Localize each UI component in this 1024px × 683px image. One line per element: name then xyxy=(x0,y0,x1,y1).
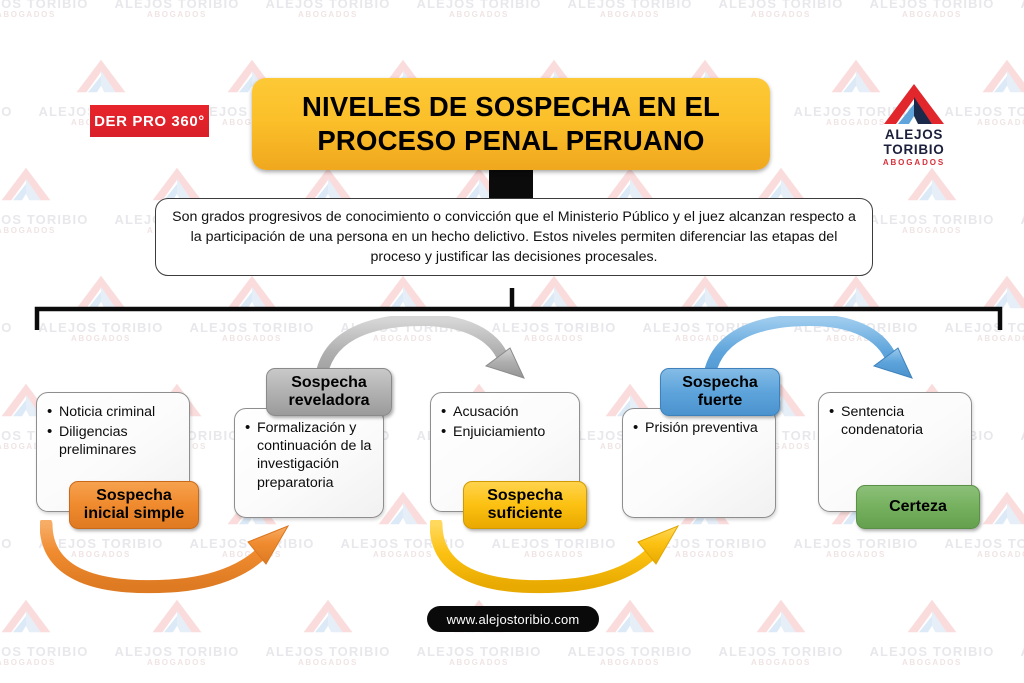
stage-badge-2-line2: reveladora xyxy=(288,392,370,409)
stage-card-2[interactable]: Formalización y continuación de la inves… xyxy=(234,408,384,518)
website-pill[interactable]: www.alejostoribio.com xyxy=(427,606,599,632)
stage-badge-4-line2: fuerte xyxy=(697,392,743,409)
stage-badge-1[interactable]: Sospecha inicial simple xyxy=(69,481,199,529)
title-connector-stem xyxy=(489,166,533,202)
stage-badge-2[interactable]: Sospecha reveladora xyxy=(266,368,392,416)
website-url: www.alejostoribio.com xyxy=(446,611,580,627)
watermark-triangle-icon xyxy=(755,593,807,639)
list-item: Formalización y continuación de la inves… xyxy=(245,418,373,492)
stage-badge-3-line1: Sospecha xyxy=(487,487,563,505)
stage-3-items: Acusación Enjuiciamiento xyxy=(431,393,579,442)
brand-name: ALEJOS TORIBIO xyxy=(883,127,945,157)
arrow-blue-stage4-to-stage5 xyxy=(702,316,913,394)
stage-badge-3-line2: suficiente xyxy=(487,505,563,522)
list-item: Diligencias preliminares xyxy=(47,422,179,459)
stage-badge-4[interactable]: Sospecha fuerte xyxy=(660,368,780,416)
description-box: Son grados progresivos de conocimiento o… xyxy=(155,198,873,276)
page-title-line1: NIVELES DE SOSPECHA EN EL xyxy=(301,91,721,123)
stage-badge-3[interactable]: Sospecha suficiente xyxy=(463,481,587,529)
stage-badge-5[interactable]: Certeza xyxy=(856,485,980,529)
arrow-yellow-stage3-to-stage4 xyxy=(430,520,680,594)
watermark-triangle-icon xyxy=(981,485,1024,531)
stage-1-items: Noticia criminal Diligencias preliminare… xyxy=(37,393,189,460)
watermark-triangle-icon xyxy=(981,53,1024,99)
stage-5-items: Sentencia condenatoria xyxy=(819,393,971,439)
stage-badge-1-line2: inicial simple xyxy=(83,505,185,522)
list-item: Sentencia condenatoria xyxy=(829,402,961,439)
arrow-orange-stage1-to-stage2 xyxy=(40,520,290,594)
watermark-triangle-icon xyxy=(75,53,127,99)
brand-subtitle: ABOGADOS xyxy=(882,158,946,167)
watermark-triangle-icon xyxy=(377,485,429,531)
stage-4-items: Prisión preventiva xyxy=(623,409,775,437)
stage-badge-5-line1: Certeza xyxy=(889,498,947,516)
arrow-gray-stage2-to-stage3 xyxy=(314,316,525,394)
description-text: Son grados progresivos de conocimiento o… xyxy=(172,208,856,266)
list-item: Enjuiciamiento xyxy=(441,422,569,441)
der-pro-360-label: DER PRO 360° xyxy=(94,112,205,130)
watermark-triangle-icon xyxy=(906,593,958,639)
list-item: Noticia criminal xyxy=(47,402,179,421)
triangle-a-logo-icon xyxy=(884,84,944,124)
title-box: NIVELES DE SOSPECHA EN EL PROCESO PENAL … xyxy=(252,78,770,170)
stage-2-items: Formalización y continuación de la inves… xyxy=(235,409,383,492)
list-item: Prisión preventiva xyxy=(633,418,765,437)
watermark-triangle-icon xyxy=(0,161,52,207)
bracket-divider xyxy=(34,288,1003,330)
der-pro-360-badge: DER PRO 360° xyxy=(89,104,210,138)
brand-logo: ALEJOS TORIBIO ABOGADOS xyxy=(855,82,973,167)
stage-badge-1-line1: Sospecha xyxy=(96,487,172,505)
page-title-line2: PROCESO PENAL PERUANO xyxy=(317,125,705,156)
page-title: NIVELES DE SOSPECHA EN EL PROCESO PENAL … xyxy=(302,90,720,157)
stage-badge-4-line1: Sospecha xyxy=(682,374,758,392)
stage-card-4[interactable]: Prisión preventiva xyxy=(622,408,776,518)
watermark-triangle-icon xyxy=(906,161,958,207)
list-item: Acusación xyxy=(441,402,569,421)
stage-badge-2-line1: Sospecha xyxy=(291,374,367,392)
